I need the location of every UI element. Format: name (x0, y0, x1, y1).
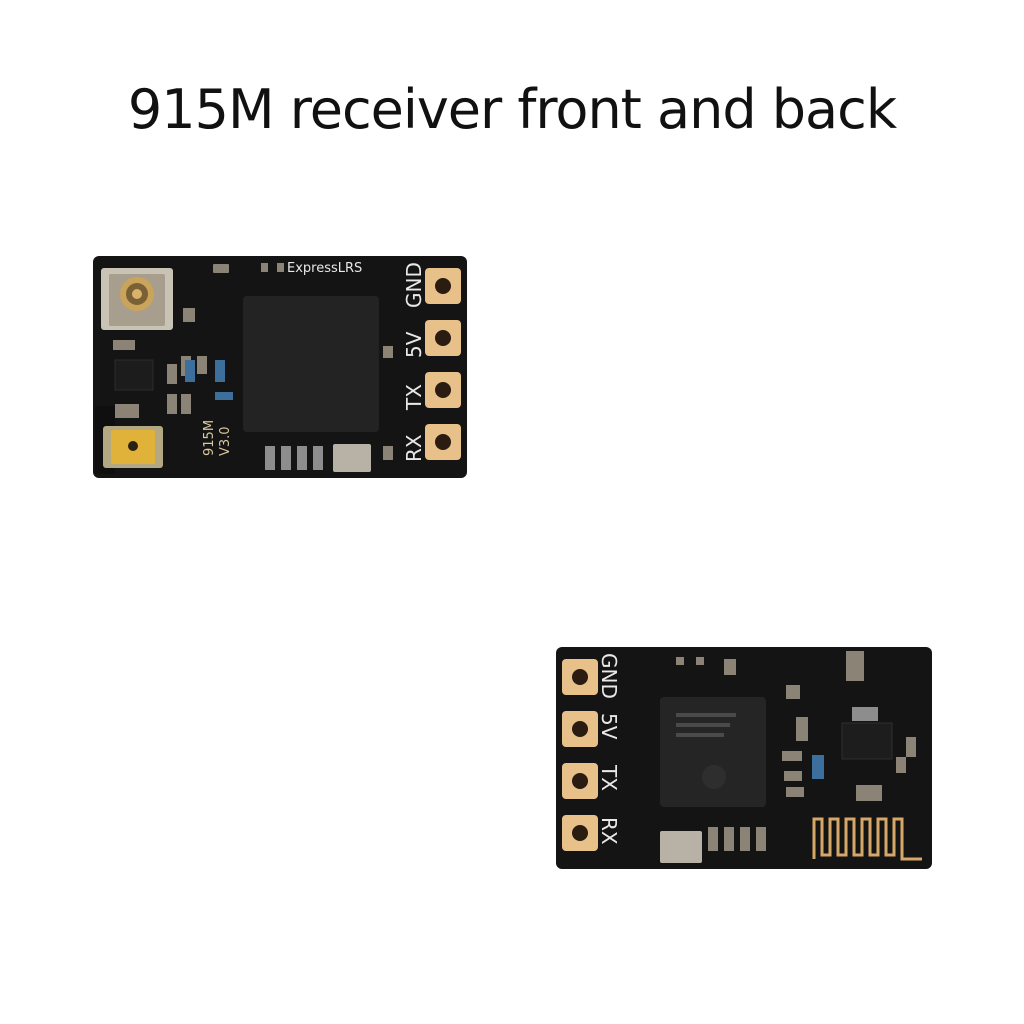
pad-label-5v: 5V (597, 713, 621, 740)
pad-label-gnd: GND (402, 262, 426, 308)
pad-label-gnd: GND (597, 653, 621, 699)
crystal (660, 831, 702, 863)
gold-solder-pad (103, 426, 163, 468)
crystal (333, 444, 371, 472)
meander-antenna-trace (812, 817, 922, 861)
solder-pads (562, 659, 598, 851)
pad-label-rx: RX (597, 817, 621, 845)
pad-label-5v: 5V (402, 331, 426, 358)
version-label: V3.0 (218, 426, 233, 456)
receiver-front-photo: ExpressLRS 915M V3.0 GND 5V TX RX (93, 256, 467, 478)
pad-label-tx: TX (597, 764, 621, 791)
solder-pads (425, 268, 461, 460)
ufl-antenna-connector (101, 268, 173, 330)
model-label: 915M (202, 420, 217, 456)
receiver-back-photo: GND 5V TX RX (556, 647, 932, 869)
pad-label-tx: TX (402, 384, 426, 411)
brand-label: ExpressLRS (287, 261, 362, 276)
pad-label-rx: RX (402, 434, 426, 462)
voltage-regulator (841, 722, 893, 760)
page-title: 915M receiver front and back (127, 78, 897, 141)
main-chip (243, 296, 379, 432)
